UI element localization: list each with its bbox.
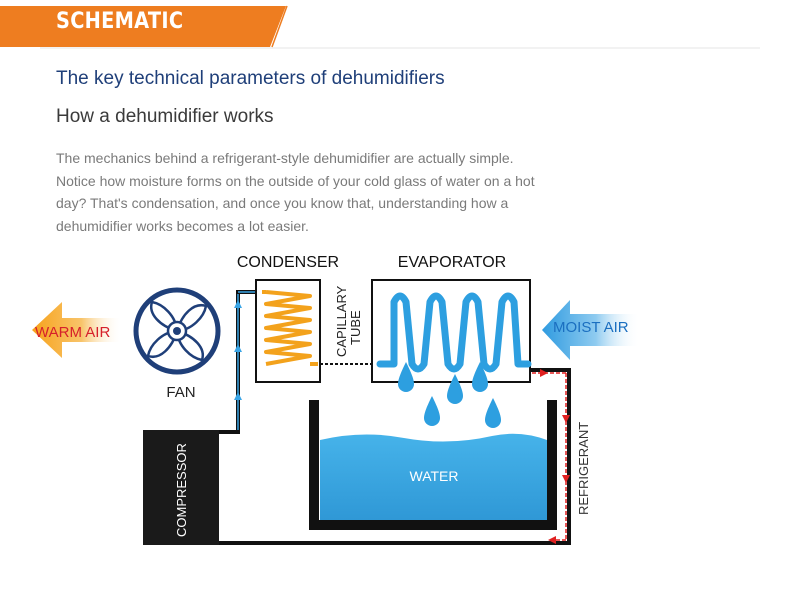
banner-background (0, 5, 760, 49)
warm-air-label: WARM AIR (35, 324, 110, 341)
water-label: WATER (410, 468, 459, 484)
capillary-label-line2: TUBE (348, 310, 363, 345)
intro-line: day? That's condensation, and once you k… (56, 195, 509, 211)
intro-line: dehumidifier works becomes a lot easier. (56, 217, 309, 234)
compressor-unit (143, 430, 219, 545)
how-it-works-heading: How a dehumidifier works (56, 106, 274, 127)
moist-air-arrow (542, 300, 640, 360)
refrigerant-flow-left (234, 291, 256, 430)
water-droplets (398, 362, 501, 428)
schematic-banner: SCHEMATIC (0, 0, 800, 50)
capillary-label-line1: CAPILLARY (334, 285, 349, 357)
compressor-label: COMPRESSOR (174, 443, 189, 537)
fan-icon (133, 287, 221, 375)
water-tank (309, 400, 557, 530)
evaporator-unit (371, 279, 532, 383)
fan-label: FAN (166, 384, 195, 401)
warm-air-arrow (32, 302, 122, 358)
banner-title: SCHEMATIC (56, 9, 184, 34)
intro-paragraph: The mechanics behind a refrigerant-style… (56, 147, 586, 237)
intro-line: The mechanics behind a refrigerant-style… (56, 150, 514, 166)
intro-line: Notice how moisture forms on the outside… (56, 172, 535, 189)
refrigerant-label: REFRIGERANT (576, 422, 591, 515)
moist-air-label: MOIST AIR (553, 319, 629, 336)
condenser-unit (255, 279, 321, 383)
dehumidifier-diagram: WARM AIR FAN CONDENSER EVAPORATOR (32, 254, 640, 545)
condenser-label: CONDENSER (237, 254, 339, 271)
parameters-heading: The key technical parameters of dehumidi… (56, 68, 445, 89)
evaporator-label: EVAPORATOR (398, 254, 506, 271)
